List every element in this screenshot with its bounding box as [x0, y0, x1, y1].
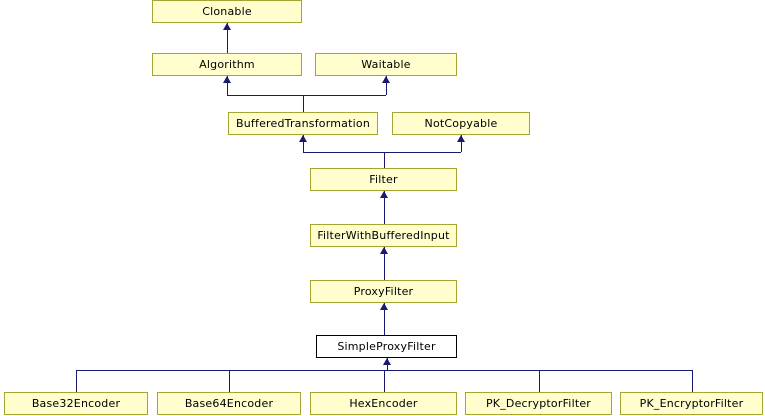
class-node-proxyfilter[interactable]: ProxyFilter [310, 280, 457, 303]
class-node-pk_encryptorfilter[interactable]: PK_EncryptorFilter [620, 392, 763, 415]
class-node-clonable[interactable]: Clonable [152, 0, 302, 23]
class-node-base64encoder[interactable]: Base64Encoder [157, 392, 301, 415]
class-node-label: PK_EncryptorFilter [639, 397, 744, 410]
class-node-base32encoder[interactable]: Base32Encoder [4, 392, 148, 415]
arrowhead-bt [299, 135, 307, 142]
class-node-label: Clonable [202, 5, 252, 18]
class-node-label: BufferedTransformation [236, 117, 370, 130]
class-node-hexencoder[interactable]: HexEncoder [310, 392, 457, 415]
edge-bt-to-algorithm [227, 76, 228, 95]
class-node-label: HexEncoder [349, 397, 418, 410]
edge-filterwithbufferedinput-to-filter [383, 191, 385, 224]
class-node-label: Waitable [361, 58, 411, 71]
edge-bt-to-waitable [386, 76, 387, 95]
arrowhead-proxyfilter [379, 303, 388, 310]
class-node-waitable[interactable]: Waitable [315, 53, 457, 76]
edge-bus-to-base64encoder [229, 370, 230, 392]
class-node-pk_decryptorfilter[interactable]: PK_DecryptorFilter [465, 392, 612, 415]
edge-filter-to-bt [303, 135, 304, 152]
class-node-label: NotCopyable [424, 117, 498, 130]
edge-bus-to-bt [303, 95, 304, 112]
edge-proxyfilter-to-filterwithbufferedinput [383, 247, 385, 280]
edge-bus-to-hexencoder [383, 370, 385, 392]
class-node-label: Base64Encoder [184, 397, 274, 410]
arrowhead-simpleproxyfilter [382, 358, 391, 365]
edge-bus-bt-notcopyable [303, 152, 461, 153]
class-node-label: FilterWithBufferedInput [317, 229, 450, 242]
class-node-label: Algorithm [199, 58, 255, 71]
arrowhead-waitable [382, 76, 390, 83]
arrowhead-notcopyable [457, 135, 465, 142]
edge-algorithm-to-clonable [227, 23, 228, 53]
arrowhead-filter [379, 191, 388, 198]
edge-bus-algorithm-waitable [227, 95, 386, 96]
edge-bus-to-base32encoder [76, 370, 77, 392]
class-node-algorithm[interactable]: Algorithm [152, 53, 302, 76]
class-node-filter[interactable]: Filter [310, 168, 457, 191]
class-node-bufferedtransformation[interactable]: BufferedTransformation [228, 112, 378, 135]
edge-bus-to-filter [383, 152, 385, 168]
edge-bus-to-pk_decryptorfilter [538, 370, 540, 392]
class-node-label: ProxyFilter [353, 285, 414, 298]
class-node-simpleproxyfilter[interactable]: SimpleProxyFilter [316, 335, 457, 358]
arrowhead-filterwithbufferedinput [379, 247, 388, 254]
class-node-label: PK_DecryptorFilter [485, 397, 592, 410]
edge-bus-to-pk_encryptorfilter [691, 370, 693, 392]
class-node-label: SimpleProxyFilter [337, 340, 436, 353]
class-node-notcopyable[interactable]: NotCopyable [392, 112, 530, 135]
class-node-label: Base32Encoder [31, 397, 121, 410]
edge-simpleproxyfilter-to-proxyfilter [383, 303, 385, 335]
edge-filter-to-notcopyable [461, 135, 462, 152]
class-node-label: Filter [369, 173, 398, 186]
class-node-filterwithbufferedinput[interactable]: FilterWithBufferedInput [310, 224, 457, 247]
arrowhead-clonable [223, 23, 231, 30]
arrowhead-algorithm [223, 76, 231, 83]
